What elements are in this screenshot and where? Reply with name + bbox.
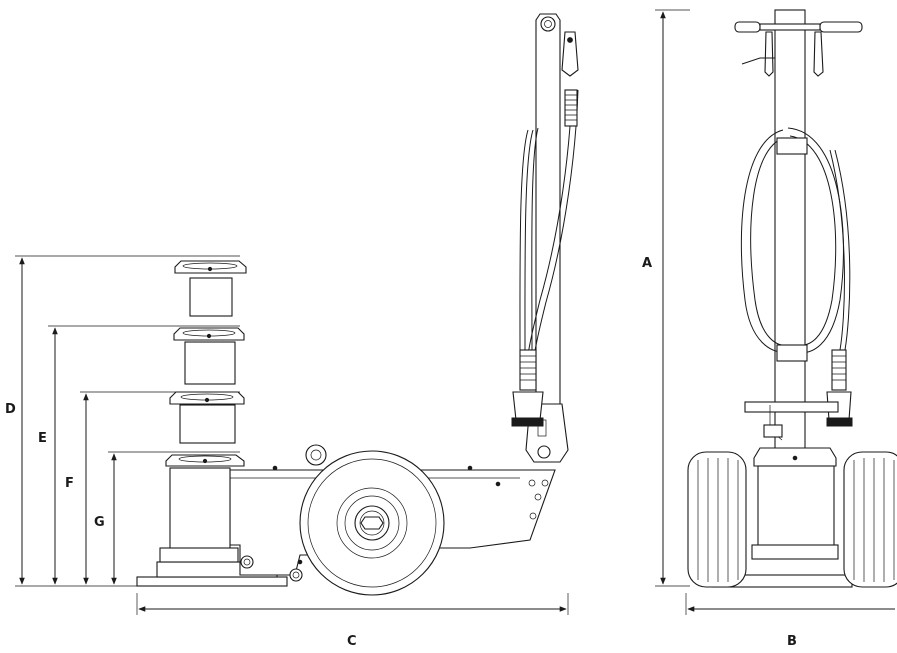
dimension-label-a: A bbox=[642, 256, 652, 271]
dimension-label-e: E bbox=[38, 431, 47, 446]
dimension-label-b: B bbox=[787, 634, 797, 649]
dimension-label-g: G bbox=[94, 515, 105, 530]
side-view-jack bbox=[136, 13, 579, 596]
front-view-jack bbox=[687, 9, 897, 588]
dimension-label-c: C bbox=[347, 634, 357, 649]
dimension-label-f: F bbox=[65, 476, 74, 491]
dimension-label-d: D bbox=[5, 402, 16, 417]
dimension-lines bbox=[15, 9, 895, 615]
